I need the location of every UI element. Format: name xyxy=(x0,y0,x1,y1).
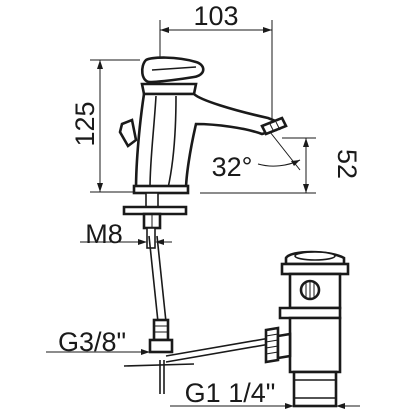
thread-label-hose: G3/8" xyxy=(58,327,126,357)
cartridge-cap xyxy=(140,82,198,96)
dimension-label-spout: 52 xyxy=(332,149,362,179)
fixing-plate xyxy=(122,205,188,216)
hose-nut xyxy=(148,338,174,354)
waste-thread-dimension: G1 1/4" xyxy=(170,378,360,409)
arrowhead-left xyxy=(160,27,169,33)
threaded-stud xyxy=(146,227,156,249)
drain-body-lower xyxy=(288,316,342,374)
lever-crease xyxy=(151,66,197,71)
popup-rod xyxy=(123,337,271,394)
popup-rod-knob xyxy=(118,118,138,148)
dimension-label-height: 125 xyxy=(70,101,100,146)
angle-dimension: 32° xyxy=(212,131,301,182)
body-contour-left xyxy=(149,95,157,189)
thread-label-m8: M8 xyxy=(85,219,123,249)
faucet xyxy=(118,56,288,195)
angle-label: 32° xyxy=(212,152,253,182)
drain-connector-band xyxy=(278,306,342,320)
linkage-nut xyxy=(264,326,280,364)
faucet-base xyxy=(132,184,190,195)
hose-connector xyxy=(152,318,170,342)
drain-tailpiece xyxy=(292,370,338,408)
hose-thread-dimension: G3/8" xyxy=(46,327,150,357)
mounting-assembly: M8 xyxy=(80,192,188,249)
arrowhead-top xyxy=(97,60,103,69)
body-contour-right xyxy=(167,95,177,189)
pop-up-waste xyxy=(264,250,350,408)
aerator xyxy=(260,116,288,136)
drain-flange xyxy=(280,262,350,276)
width-dimension: 103 xyxy=(159,1,273,132)
flex-hose xyxy=(148,235,174,354)
lever-handle xyxy=(140,56,205,84)
arrowhead-bottom xyxy=(97,183,103,192)
thread-label-waste: G1 1/4" xyxy=(185,378,276,408)
dimension-label-width: 103 xyxy=(193,1,238,31)
faucet-body xyxy=(134,92,280,192)
arrowhead-right xyxy=(263,27,272,33)
spout-height-dimension: 52 xyxy=(200,137,362,194)
linkage-housing xyxy=(276,332,292,360)
height-dimension: 125 xyxy=(70,59,140,193)
